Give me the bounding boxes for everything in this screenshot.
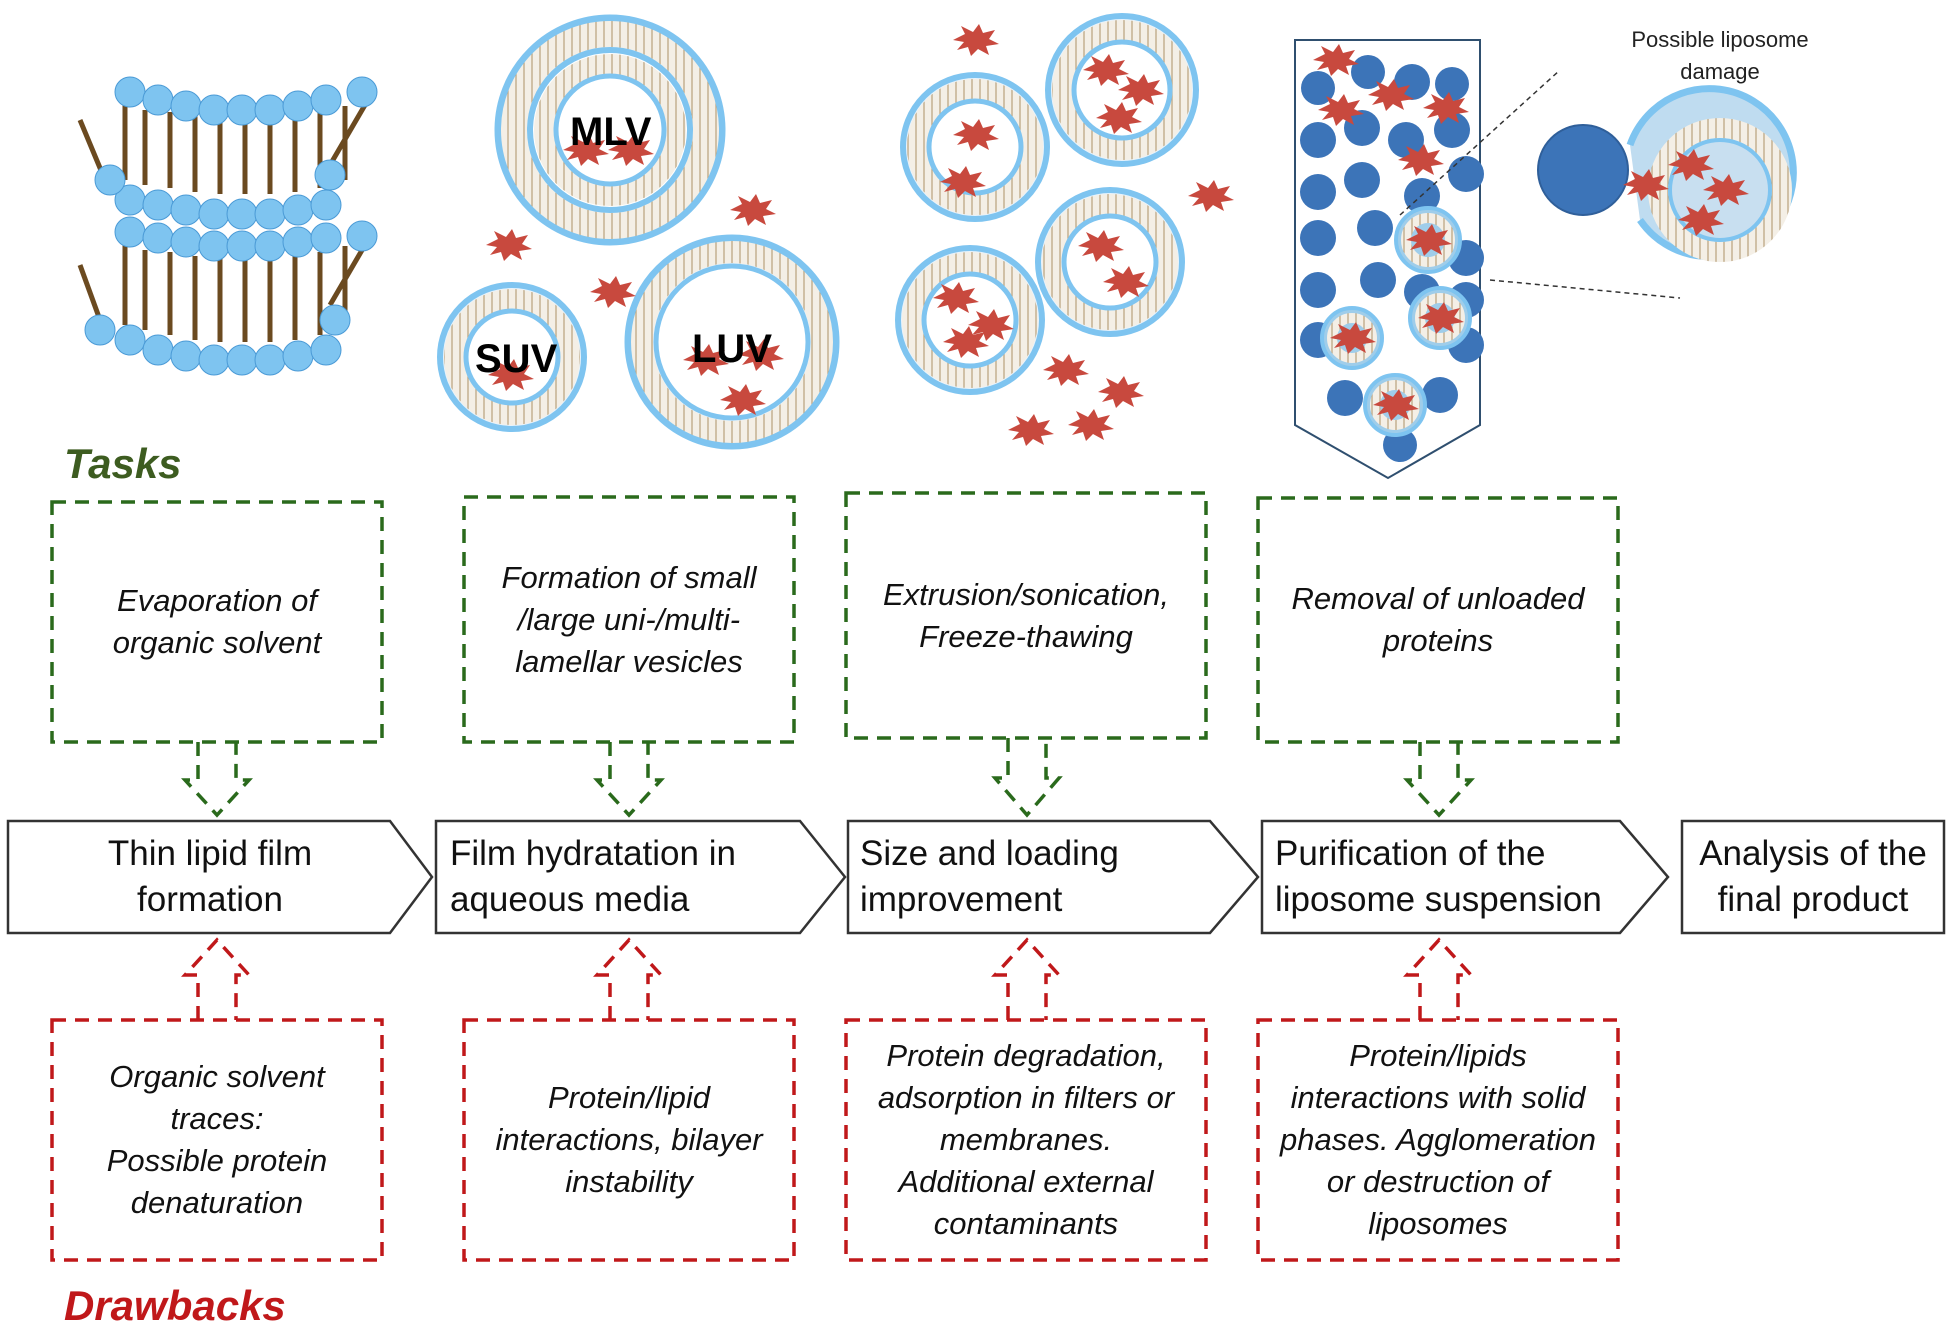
- task-box-3-frame: [844, 491, 1208, 740]
- task-text-3: Extrusion/sonication, Freeze-thawing: [882, 576, 1170, 654]
- task-text-4: Removal of unloaded proteins: [1291, 581, 1585, 658]
- stage-label-5: Analysis of the final product: [1699, 834, 1927, 919]
- stage-chevron-1: [6, 819, 434, 935]
- lipid-bilayer-illustration: [77, 76, 378, 376]
- stage-label-4: Purification of the liposome suspension: [1275, 834, 1602, 919]
- loaded-liposomes-illustration: [895, 13, 1234, 446]
- drawback-text-4: Protein/lipids interactions with solid p…: [1280, 1038, 1596, 1241]
- mlv-label: MLV: [570, 110, 652, 154]
- drawback-text-2: Protein/lipid interactions, bilayer inst…: [495, 1080, 763, 1199]
- drawback-box-2-frame: [462, 1018, 796, 1262]
- stage-box-5: [1680, 819, 1946, 935]
- task-box-4-frame: [1256, 496, 1620, 744]
- task-box-1-frame: [50, 500, 384, 744]
- suv-vesicle: SUV: [437, 282, 587, 432]
- liposome-damage-note: Possible liposome damage: [1631, 27, 1809, 84]
- stage-chevron-4: [1260, 819, 1670, 935]
- task-text-1: Evaporation of organic solvent: [112, 583, 322, 660]
- luv-vesicle: LUV: [624, 234, 840, 450]
- stage-label-1: Thin lipid film formation: [107, 834, 313, 919]
- task-box-2-frame: [462, 495, 796, 744]
- drawback-text-3: Protein degradation, adsorption in filte…: [877, 1038, 1175, 1241]
- luv-label: LUV: [692, 327, 772, 371]
- stage-label-2: Film hydratation in aqueous media: [450, 834, 736, 919]
- drawback-box-1-frame: [50, 1018, 384, 1262]
- drawback-text-1: Organic solvent traces: Possible protein…: [106, 1059, 328, 1220]
- stage-chevron-2: [434, 819, 847, 935]
- stage-chevron-3: [846, 819, 1260, 935]
- task-text-2: Formation of small /large uni-/multi- la…: [501, 559, 757, 679]
- vesicles-illustration: MLV SUV LUV: [437, 14, 840, 450]
- purification-column-illustration: [1294, 39, 1797, 480]
- suv-label: SUV: [475, 337, 558, 381]
- stage-label-3: Size and loading improvement: [860, 834, 1119, 919]
- drawbacks-heading: Drawbacks: [64, 1282, 286, 1329]
- mlv-vesicle: MLV: [494, 14, 726, 246]
- tasks-heading: Tasks: [64, 440, 182, 487]
